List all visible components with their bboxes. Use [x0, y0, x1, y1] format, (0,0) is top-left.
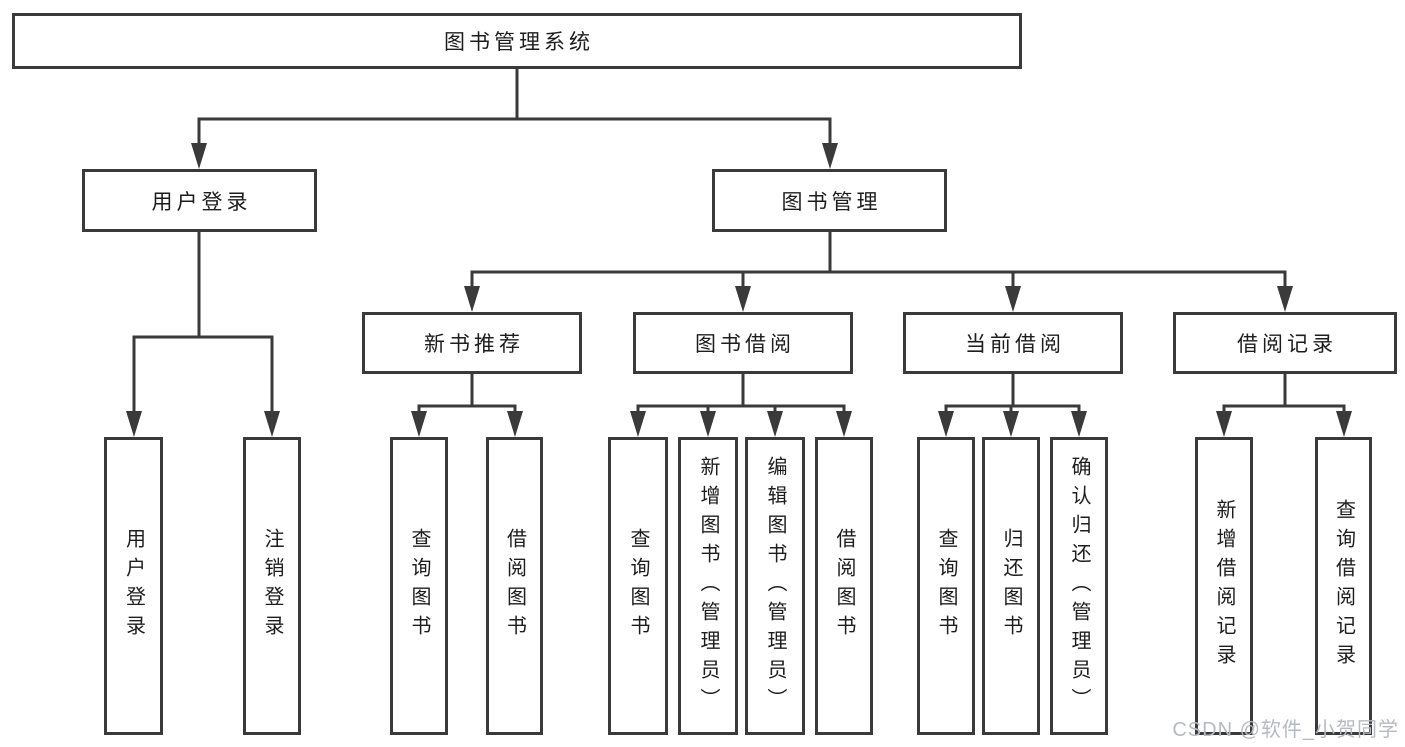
arrowhead-query-borrow-record	[1336, 411, 1352, 437]
arrowhead-borrow-records	[1277, 286, 1293, 312]
arrowhead-leaf-logout	[264, 411, 280, 437]
node-root: 图书管理系统	[12, 13, 1022, 69]
connector-current-borrow-to-leaves	[944, 374, 1081, 414]
leaf-logout: 注销登录	[243, 437, 301, 735]
arrowhead-add-borrow-record	[1216, 411, 1232, 437]
arrowhead-return-books	[1003, 411, 1019, 437]
arrowhead-query-books-3	[938, 411, 954, 437]
leaf-add-borrow-record: 新增借阅记录	[1195, 437, 1253, 735]
leaf-borrow-books-1: 借阅图书	[486, 437, 543, 735]
node-book-management: 图书管理	[712, 169, 947, 232]
arrowhead-query-books-2	[630, 411, 646, 437]
node-book-borrow: 图书借阅	[633, 312, 853, 374]
arrowhead-book-management	[822, 143, 838, 169]
leaf-confirm-return-admin: 确认归还（管理员）	[1050, 437, 1108, 735]
node-borrow-records: 借阅记录	[1173, 312, 1397, 374]
leaf-user-login: 用户登录	[104, 437, 163, 735]
arrowhead-new-book-recommend	[464, 286, 480, 312]
node-user-login: 用户登录	[82, 169, 317, 232]
arrowhead-leaf-user-login	[126, 411, 142, 437]
arrowhead-book-borrow	[735, 286, 751, 312]
arrowhead-add-book	[700, 411, 716, 437]
connector-root-to-level2	[197, 69, 832, 146]
connector-user-login-to-leaves	[132, 232, 274, 414]
leaf-edit-book-admin: 编辑图书（管理员）	[745, 437, 805, 735]
arrowhead-borrow-books-1	[507, 411, 523, 437]
connector-book-borrow-to-leaves	[636, 374, 846, 414]
leaf-query-books-1: 查询图书	[390, 437, 448, 735]
arrowhead-borrow-books-2	[836, 411, 852, 437]
leaf-query-borrow-record: 查询借阅记录	[1315, 437, 1372, 735]
connector-book-management-to-level3	[470, 232, 1287, 290]
leaf-query-books-2: 查询图书	[608, 437, 668, 735]
leaf-borrow-books-2: 借阅图书	[815, 437, 873, 735]
leaf-query-books-3: 查询图书	[917, 437, 975, 735]
leaf-add-book-admin: 新增图书（管理员）	[678, 437, 738, 735]
arrowhead-confirm-return	[1071, 411, 1087, 437]
arrowhead-edit-book	[767, 411, 783, 437]
arrowhead-query-books-1	[411, 411, 427, 437]
node-current-borrow: 当前借阅	[903, 312, 1123, 374]
connector-borrow-records-to-leaves	[1222, 374, 1346, 414]
arrowhead-user-login	[191, 143, 207, 169]
connector-new-book-recommend-to-leaves	[417, 374, 517, 414]
csdn-watermark: CSDN @软件_小贺同学	[1172, 719, 1399, 741]
leaf-return-books: 归还图书	[982, 437, 1040, 735]
node-new-book-recommend: 新书推荐	[362, 312, 582, 374]
arrowhead-current-borrow	[1005, 286, 1021, 312]
